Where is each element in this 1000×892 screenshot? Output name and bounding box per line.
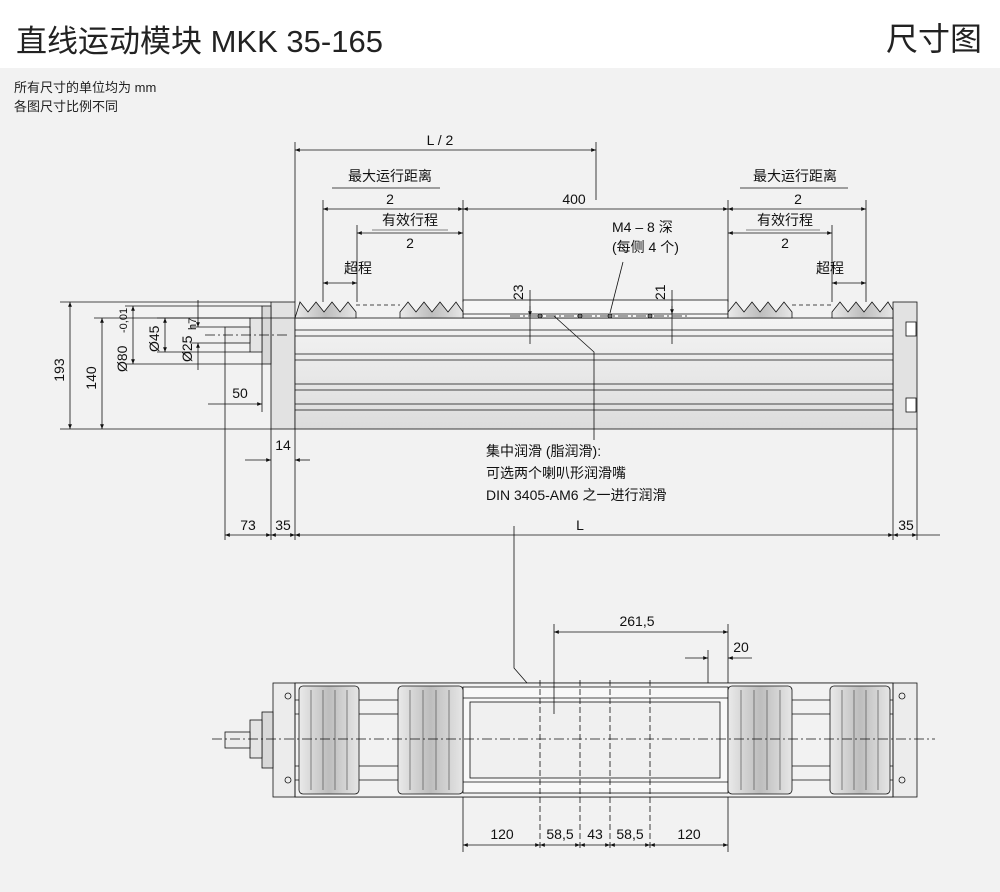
dim-dia25-tol: h7 — [187, 318, 199, 330]
lube-line2: 可选两个喇叭形润滑嘴 — [486, 465, 626, 481]
dim-23: 23 — [510, 284, 526, 300]
dim-overtravel-left: 超程 — [344, 260, 372, 276]
dim-eff-stroke-left-factor: 2 — [406, 235, 414, 251]
dim-thread-count: (每侧 4 个) — [612, 239, 679, 255]
dim-max-travel-right-factor: 2 — [794, 191, 802, 207]
dim-overtravel-right: 超程 — [816, 260, 844, 276]
dim-120-left: 120 — [490, 826, 514, 842]
dim-58-right: 58,5 — [616, 826, 643, 842]
dim-eff-stroke-right-factor: 2 — [781, 235, 789, 251]
header-bar: 直线运动模块 MKK 35-165 尺寸图 — [0, 0, 1000, 68]
dim-43: 43 — [587, 826, 603, 842]
dim-dia80: Ø80 — [114, 345, 130, 372]
dim-140: 140 — [83, 366, 99, 390]
scale-note: 各图尺寸比例不同 — [14, 99, 119, 114]
dim-35-right: 35 — [898, 517, 914, 533]
dim-L: L — [576, 517, 584, 533]
units-note: 所有尺寸的单位均为 mm — [14, 80, 157, 95]
dim-max-travel-left: 最大运行距离 — [348, 168, 432, 184]
dim-58-left: 58,5 — [546, 826, 573, 842]
dim-eff-stroke-left: 有效行程 — [382, 212, 438, 228]
page-title: 直线运动模块 MKK 35-165 — [16, 24, 383, 59]
dim-14: 14 — [275, 437, 291, 453]
dim-35-left: 35 — [275, 517, 291, 533]
dim-half-length: L / 2 — [427, 132, 454, 148]
dim-max-travel-left-factor: 2 — [386, 191, 394, 207]
dim-261: 261,5 — [619, 613, 654, 629]
dim-193: 193 — [51, 358, 67, 382]
dim-eff-stroke-right: 有效行程 — [757, 212, 813, 228]
dim-50: 50 — [232, 385, 248, 401]
page-type: 尺寸图 — [885, 21, 982, 57]
dim-dia45: Ø45 — [146, 325, 162, 352]
dim-dia25: Ø25 — [179, 335, 195, 362]
dim-120-right: 120 — [677, 826, 701, 842]
dim-21: 21 — [652, 284, 668, 300]
dim-carriage-length: 400 — [562, 191, 586, 207]
lube-line3: DIN 3405-AM6 之一进行润滑 — [486, 487, 666, 503]
dim-20: 20 — [733, 639, 749, 655]
dim-dia80-tol: -0,01 — [118, 308, 130, 333]
lube-line1: 集中润滑 (脂润滑): — [486, 443, 601, 459]
dim-thread: M4 – 8 深 — [612, 219, 673, 235]
dim-max-travel-right: 最大运行距离 — [753, 168, 837, 184]
dim-73: 73 — [240, 517, 256, 533]
